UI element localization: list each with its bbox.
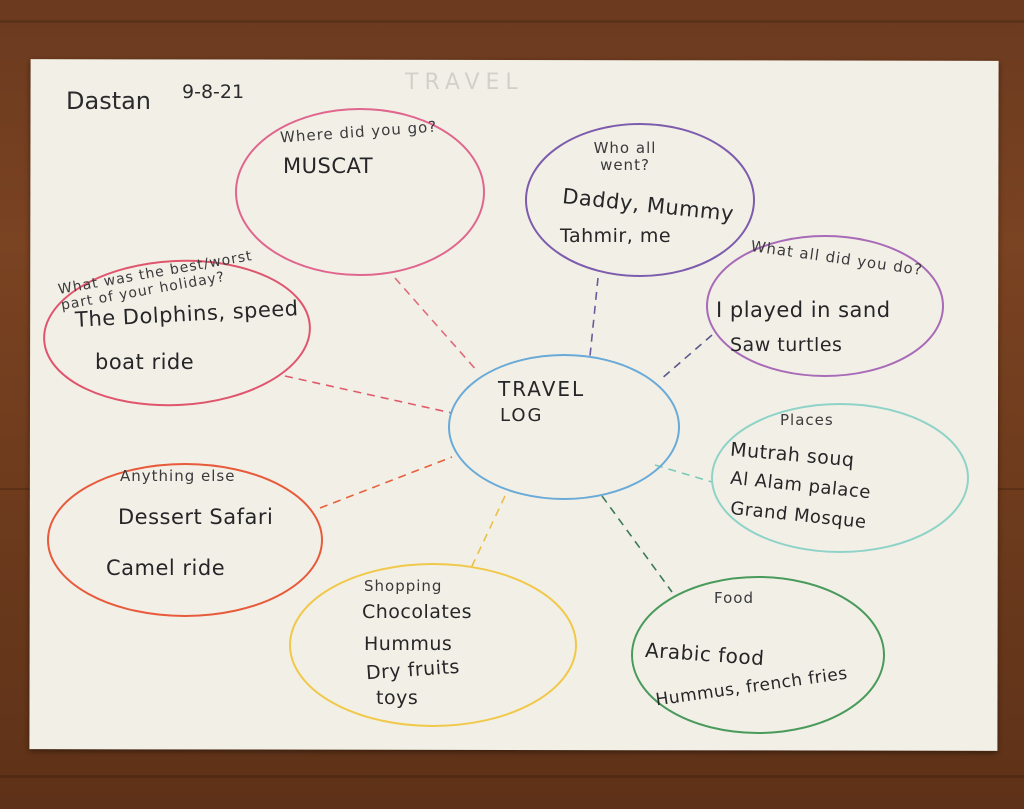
who-answer-2: Tahmir, me [560, 225, 672, 247]
bubble-who [525, 123, 755, 277]
places-question: Places [780, 411, 834, 429]
center-title-line1: TRAVEL [498, 377, 586, 401]
best-answer-2: boat ride [95, 350, 195, 374]
who-question: Who all went? [593, 139, 657, 175]
shopping-question: Shopping [364, 577, 443, 595]
bubble-best [43, 259, 311, 407]
where-answer-1: MUSCAT [283, 154, 374, 178]
bubble-center [448, 354, 680, 500]
what-did-answer-1: I played in sand [716, 298, 891, 322]
shopping-answer-4: toys [376, 687, 419, 709]
connector-shopping [471, 495, 506, 567]
student-name: Dastan [66, 87, 152, 115]
shopping-answer-1: Chocolates [362, 601, 472, 623]
bubble-where [235, 108, 485, 276]
center-title-line2: LOG [500, 405, 544, 426]
food-question: Food [714, 589, 754, 607]
connector-who [589, 277, 599, 357]
bubble-shopping [289, 563, 577, 727]
shopping-answer-2: Hummus [364, 633, 453, 655]
anything-answer-1: Dessert Safari [118, 505, 274, 529]
anything-answer-2: Camel ride [106, 556, 226, 580]
date-label: 9-8-21 [182, 81, 245, 103]
connector-what-did [659, 334, 713, 381]
connector-where [394, 277, 479, 373]
bubble-what-did [706, 235, 944, 377]
anything-question: Anything else [120, 467, 236, 485]
bubble-anything [47, 463, 323, 617]
faint-title-watermark: TRAVEL [405, 70, 524, 95]
connector-places [654, 464, 713, 483]
what-did-answer-2: Saw turtles [730, 334, 843, 356]
connector-best [284, 375, 453, 414]
connector-anything [319, 456, 453, 509]
connector-food [601, 495, 673, 593]
bubble-places [711, 403, 969, 553]
bubble-food [631, 576, 885, 734]
